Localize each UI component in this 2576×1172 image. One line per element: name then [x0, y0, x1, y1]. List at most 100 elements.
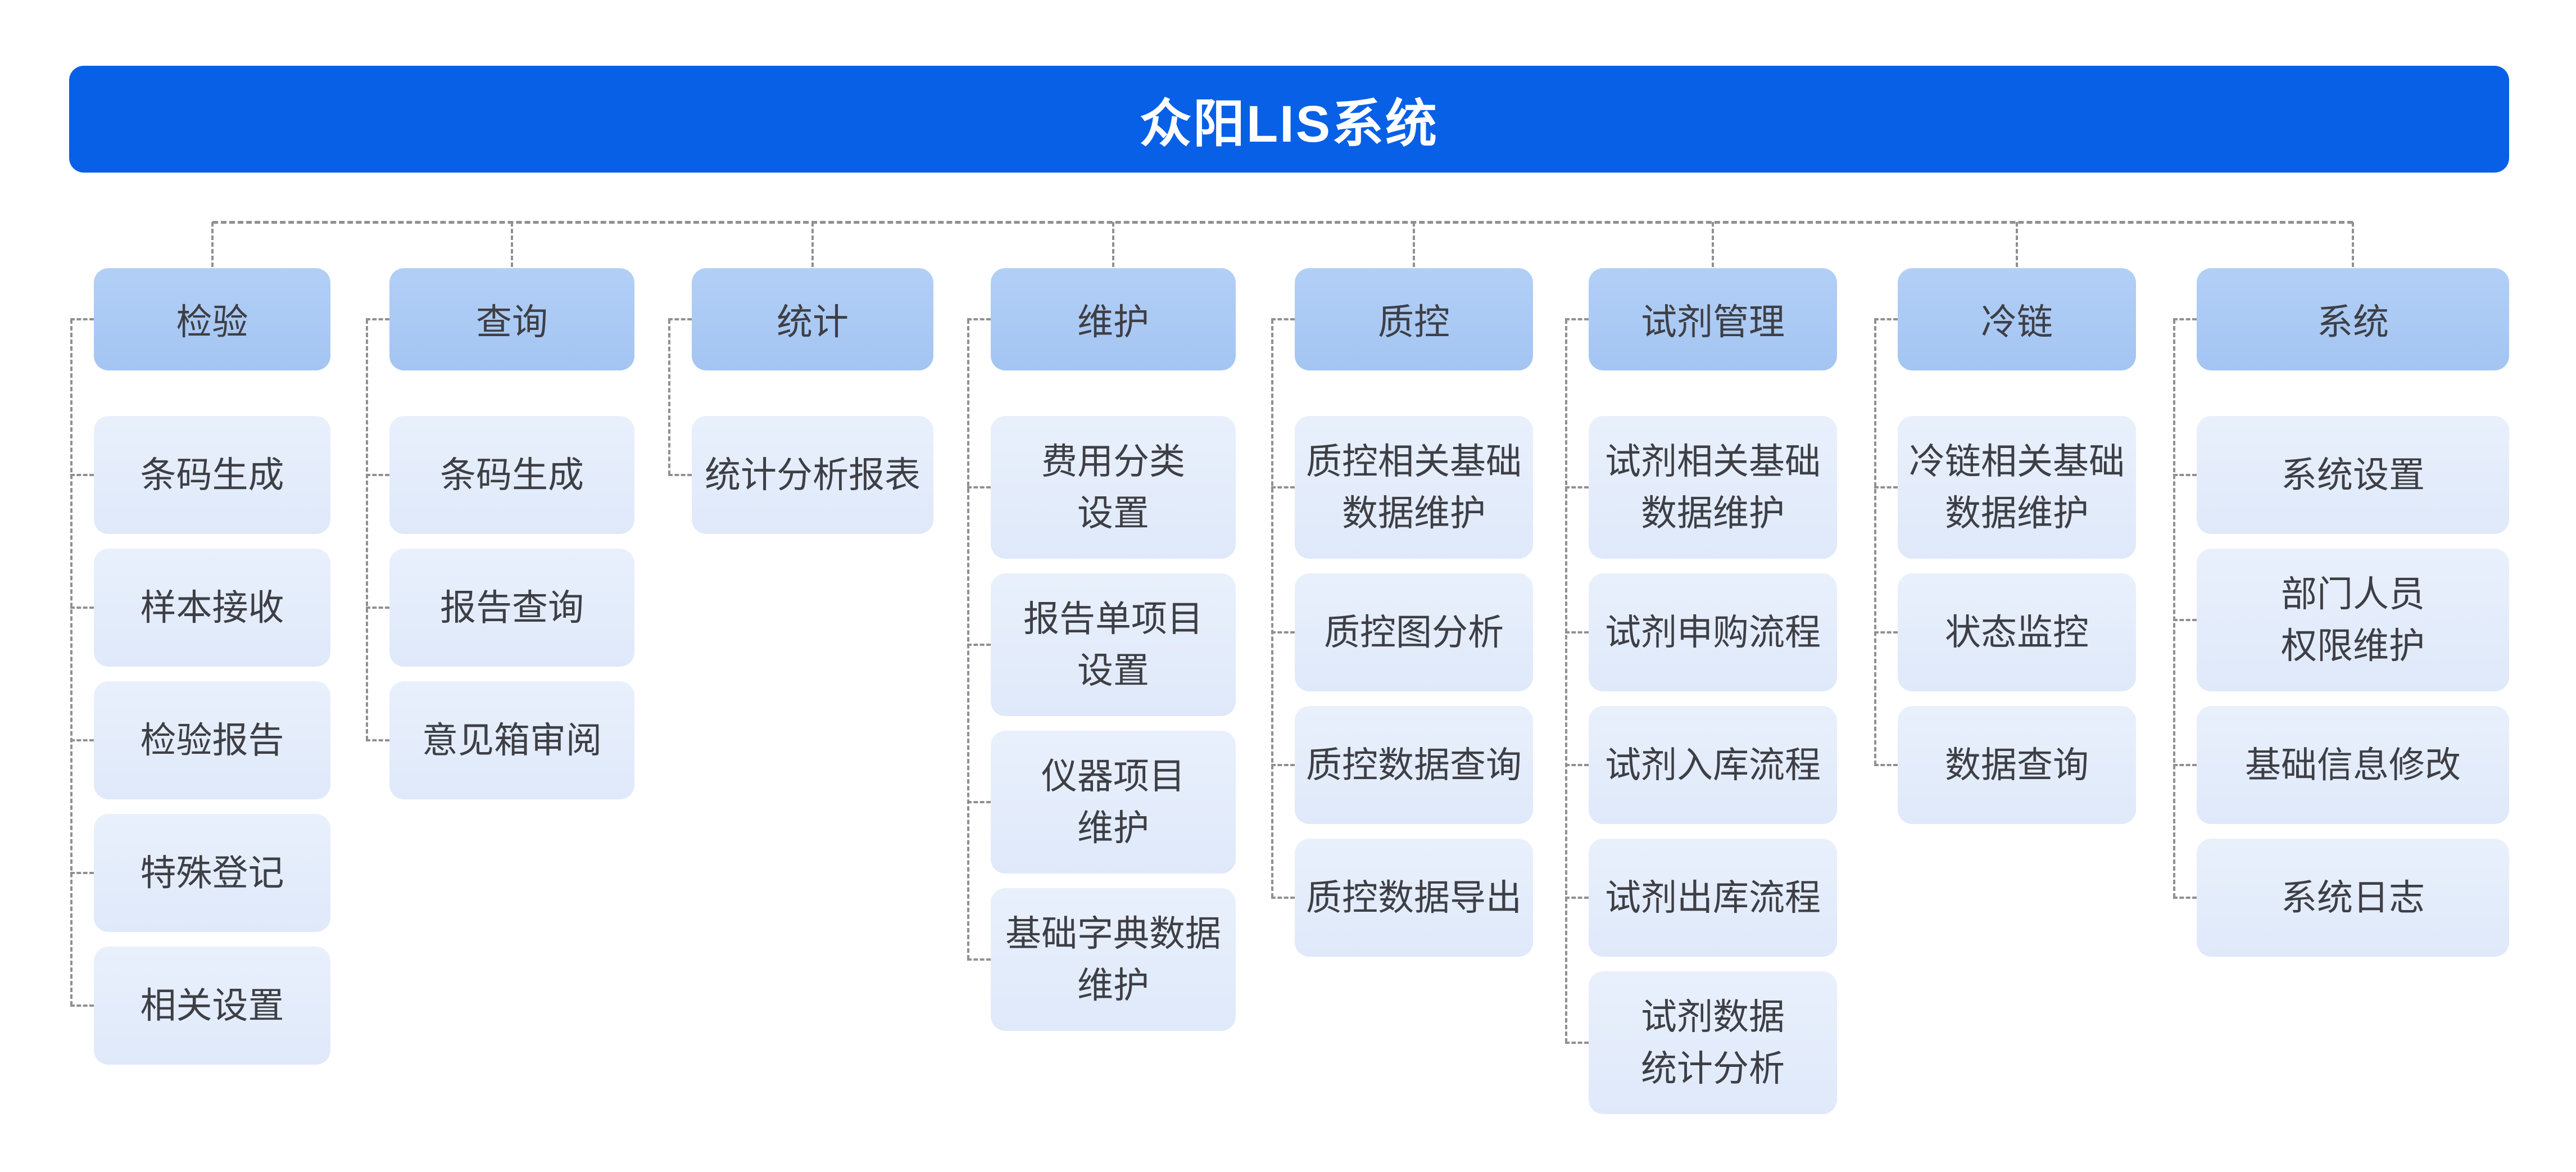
item-label: 基础字典数据 [1005, 913, 1221, 954]
item-box: 冷链相关基础数据维护 [1898, 416, 2136, 559]
top-branch-connector [1112, 222, 1114, 267]
item-box: 质控数据查询 [1295, 706, 1533, 824]
branch-connector [1565, 1042, 1589, 1044]
branch-connector [2173, 619, 2197, 621]
item-box: 基础信息修改 [2197, 706, 2509, 824]
branch-rail-connector [967, 319, 969, 960]
item-label: 数据查询 [1945, 745, 2089, 785]
branch-connector [70, 474, 94, 476]
category-box: 维护 [991, 268, 1236, 370]
branch-connector [1874, 486, 1898, 488]
item-box: 数据查询 [1898, 706, 2136, 824]
item-box: 统计分析报表 [692, 416, 933, 534]
branch-connector [1271, 897, 1295, 899]
item-label: 数据维护 [1641, 493, 1785, 533]
item-label: 费用分类 [1041, 441, 1185, 482]
top-branch-connector [211, 222, 214, 267]
item-label: 统计分析报表 [705, 455, 920, 495]
branch-connector [967, 318, 991, 320]
item-label: 报告单项目 [1023, 599, 1203, 639]
branch-connector [70, 318, 94, 320]
item-box: 试剂相关基础数据维护 [1589, 416, 1837, 559]
item-label: 系统日志 [2281, 877, 2425, 918]
item-box: 系统设置 [2197, 416, 2509, 534]
branch-connector [1565, 631, 1589, 633]
branch-connector [1565, 318, 1589, 320]
branch-connector [1874, 631, 1898, 633]
page-title: 众阳LIS系统 [1139, 95, 1439, 153]
item-box: 仪器项目维护 [991, 731, 1236, 874]
item-label: 设置 [1077, 650, 1149, 691]
item-box: 质控图分析 [1295, 573, 1533, 691]
branch-rail-connector [668, 319, 670, 475]
item-label: 系统设置 [2281, 455, 2425, 495]
item-label: 维护 [1077, 965, 1149, 1006]
item-box: 部门人员权限维护 [2197, 549, 2509, 691]
item-box: 质控相关基础数据维护 [1295, 416, 1533, 559]
item-label: 数据维护 [1342, 493, 1486, 533]
category-box: 质控 [1295, 268, 1533, 370]
item-box: 报告查询 [389, 549, 634, 667]
branch-connector [2173, 897, 2197, 899]
item-box: 报告单项目设置 [991, 573, 1236, 716]
branch-connector [967, 644, 991, 646]
top-branch-connector [1712, 222, 1714, 267]
item-label: 质控数据导出 [1306, 877, 1522, 918]
item-label: 冷链相关基础 [1909, 441, 2125, 482]
item-label: 意见箱审阅 [422, 720, 602, 761]
branch-rail-connector [1874, 319, 1876, 765]
item-label: 试剂相关基础 [1605, 441, 1821, 482]
top-branch-connector [2352, 222, 2354, 267]
category-box: 系统 [2197, 268, 2509, 370]
branch-connector [2173, 764, 2197, 766]
branch-connector [1874, 764, 1898, 766]
top-branch-connector [1413, 222, 1415, 267]
item-label: 检验报告 [140, 720, 284, 761]
item-box: 条码生成 [389, 416, 634, 534]
branch-connector [1271, 764, 1295, 766]
branch-connector [1271, 486, 1295, 488]
category-label: 维护 [1077, 302, 1149, 342]
branch-connector [366, 739, 389, 741]
branch-connector [1565, 486, 1589, 488]
item-box: 试剂出库流程 [1589, 839, 1837, 957]
branch-connector [366, 474, 389, 476]
branch-connector [366, 318, 389, 320]
item-label: 条码生成 [440, 455, 584, 495]
item-box: 基础字典数据维护 [991, 888, 1236, 1031]
branch-connector [967, 801, 991, 803]
item-box: 意见箱审阅 [389, 681, 634, 799]
branch-connector [668, 474, 692, 476]
item-label: 权限维护 [2281, 626, 2425, 666]
branch-connector [70, 872, 94, 874]
item-label: 设置 [1077, 493, 1149, 533]
branch-connector [70, 1004, 94, 1007]
item-box: 条码生成 [94, 416, 330, 534]
item-label: 质控相关基础 [1306, 441, 1522, 482]
category-box: 查询 [389, 268, 634, 370]
item-label: 试剂出库流程 [1605, 877, 1821, 918]
item-box: 状态监控 [1898, 573, 2136, 691]
branch-rail-connector [1565, 319, 1567, 1043]
item-label: 质控图分析 [1324, 612, 1504, 653]
category-label: 系统 [2317, 302, 2389, 342]
category-label: 统计 [777, 302, 849, 342]
item-box: 特殊登记 [94, 814, 330, 932]
item-label: 部门人员 [2281, 574, 2425, 614]
item-label: 条码生成 [140, 455, 284, 495]
category-label: 冷链 [1981, 302, 2053, 342]
item-label: 试剂申购流程 [1605, 612, 1821, 653]
item-box: 检验报告 [94, 681, 330, 799]
category-label: 查询 [476, 302, 548, 342]
branch-connector [1271, 631, 1295, 633]
category-label: 试剂管理 [1641, 302, 1785, 342]
branch-rail-connector [70, 319, 72, 1006]
branch-rail-connector [2173, 319, 2175, 898]
branch-connector [2173, 474, 2197, 476]
branch-connector [668, 318, 692, 320]
item-box: 系统日志 [2197, 839, 2509, 957]
top-branch-connector [511, 222, 513, 267]
top-branch-connector [2016, 222, 2018, 267]
item-box: 试剂入库流程 [1589, 706, 1837, 824]
